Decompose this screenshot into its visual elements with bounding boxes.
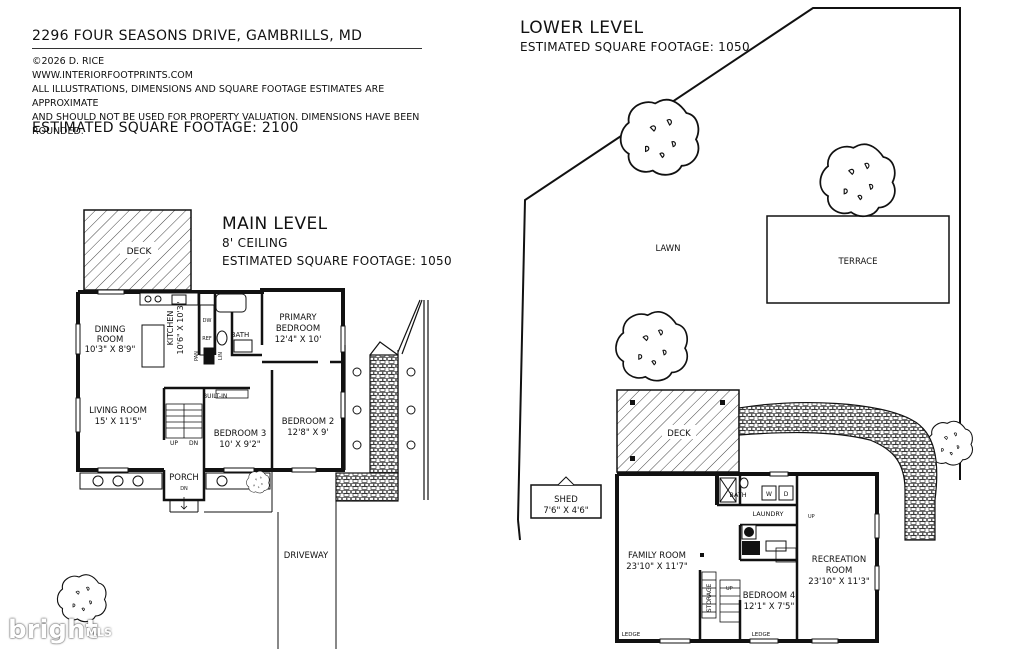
main-level-sqft: ESTIMATED SQUARE FOOTAGE: 1050 xyxy=(222,254,452,268)
header-block: 2296 FOUR SEASONS DRIVE, GAMBRILLS, MD ©… xyxy=(32,28,422,139)
main-bath-label: BATH xyxy=(231,331,250,339)
pantry-label: PAN xyxy=(194,351,200,361)
driveway-label: DRIVEWAY xyxy=(284,551,329,561)
main-windows xyxy=(75,289,346,473)
primary-bedroom-label: BEDROOM xyxy=(276,324,320,334)
shed-dimensions: 7'6" X 4'6" xyxy=(543,506,588,516)
built-in-label: BUILT-IN xyxy=(203,393,227,400)
bright-logo-word: bright xyxy=(8,615,98,645)
shed-label: SHED xyxy=(554,495,578,505)
bright-mls-watermark: bright MLS xyxy=(6,615,112,646)
refrigerator-label: REF xyxy=(202,336,212,342)
bedroom2-dimensions: 12'8" X 9' xyxy=(287,428,328,438)
bedroom3-dimensions: 10' X 9'2" xyxy=(219,440,261,450)
washer-label: W xyxy=(766,491,772,498)
main-bath-fixtures xyxy=(215,293,253,353)
lower-level-sqft: ESTIMATED SQUARE FOOTAGE: 1050 xyxy=(520,40,750,54)
primary-label: PRIMARY xyxy=(279,313,317,323)
side-walkway xyxy=(335,299,429,502)
laundry-up-label: UP xyxy=(808,514,815,520)
main-level-title: MAIN LEVEL xyxy=(222,214,328,234)
deck-posts xyxy=(630,400,725,461)
family-room-label: FAMILY ROOM xyxy=(628,551,686,561)
lot-outline xyxy=(517,7,961,541)
linen-label: LIN xyxy=(218,352,224,360)
recreation-dimensions: 23'10" X 11'3" xyxy=(808,577,870,587)
lower-deck-label: DECK xyxy=(667,429,691,439)
kitchen-counters xyxy=(139,292,215,368)
lawn-label: LAWN xyxy=(655,244,680,254)
copyright: ©2026 D. RICE xyxy=(32,56,105,67)
terrace-label: TERRACE xyxy=(837,257,877,267)
mls-logo-text: MLS xyxy=(86,626,112,639)
lower-level-title: LOWER LEVEL xyxy=(520,18,644,38)
storage-label: STORAGE xyxy=(706,584,713,613)
lower-bath-fixtures xyxy=(719,477,794,503)
total-square-footage: ESTIMATED SQUARE FOOTAGE: 2100 xyxy=(32,120,299,136)
lower-stairs-up: UP xyxy=(726,586,733,592)
lower-windows xyxy=(659,471,880,644)
primary-dimensions: 12'4" X 10' xyxy=(275,335,322,345)
lower-interior-walls xyxy=(698,474,799,641)
website: WWW.INTERIORFOOTPRINTS.COM xyxy=(32,70,193,81)
bedroom2-label: BEDROOM 2 xyxy=(282,417,334,427)
kitchen-dimensions: 10'6" X 10'3" xyxy=(176,302,185,355)
recreation-room-label: ROOM xyxy=(826,566,853,576)
porch-dn-label: DN xyxy=(180,486,188,492)
ledge-label-left: LEDGE xyxy=(622,632,641,638)
living-room-label: LIVING ROOM xyxy=(89,406,147,416)
main-driveway xyxy=(204,470,337,649)
porch-label: PORCH xyxy=(169,473,199,483)
side-planters xyxy=(352,367,416,450)
main-level-ceiling: 8' CEILING xyxy=(222,236,288,250)
dining-label: DINING xyxy=(95,325,126,335)
ledge-label-right: LEDGE xyxy=(752,632,771,638)
stone-walkway xyxy=(738,402,938,541)
living-room-dimensions: 15' X 11'5" xyxy=(95,417,142,427)
lower-bath-label: BATH xyxy=(729,491,746,499)
bedroom3-label: BEDROOM 3 xyxy=(214,429,266,439)
main-deck-label: DECK xyxy=(127,247,153,257)
floor-marker xyxy=(700,553,704,557)
bedroom4-label: BEDROOM 4 xyxy=(743,591,795,601)
laundry-label: LAUNDRY xyxy=(753,510,784,518)
family-room-dimensions: 23'10" X 11'7" xyxy=(626,562,688,572)
disclaimer-line-1: ALL ILLUSTRATIONS, DIMENSIONS AND SQUARE… xyxy=(32,84,385,109)
main-stairs-dn: DN xyxy=(189,440,198,447)
dining-room-label: ROOM xyxy=(97,335,124,345)
disclaimer-line-2: AND SHOULD NOT BE USED FOR PROPERTY VALU… xyxy=(32,112,420,137)
kitchen-label: KITCHEN xyxy=(166,311,175,346)
dining-dimensions: 10'3" X 8'9" xyxy=(85,345,136,355)
recreation-label: RECREATION xyxy=(812,555,866,565)
porch-steps xyxy=(169,497,199,513)
bedroom4-dimensions: 12'1" X 7'5" xyxy=(744,602,795,612)
main-stairs xyxy=(165,389,249,439)
utility-equipment xyxy=(741,524,787,555)
property-address: 2296 FOUR SEASONS DRIVE, GAMBRILLS, MD xyxy=(32,28,422,49)
lower-stairs xyxy=(701,547,797,623)
main-stairs-up: UP xyxy=(170,440,178,447)
dryer-label: D xyxy=(784,491,789,498)
dishwasher-label: DW xyxy=(203,318,212,324)
